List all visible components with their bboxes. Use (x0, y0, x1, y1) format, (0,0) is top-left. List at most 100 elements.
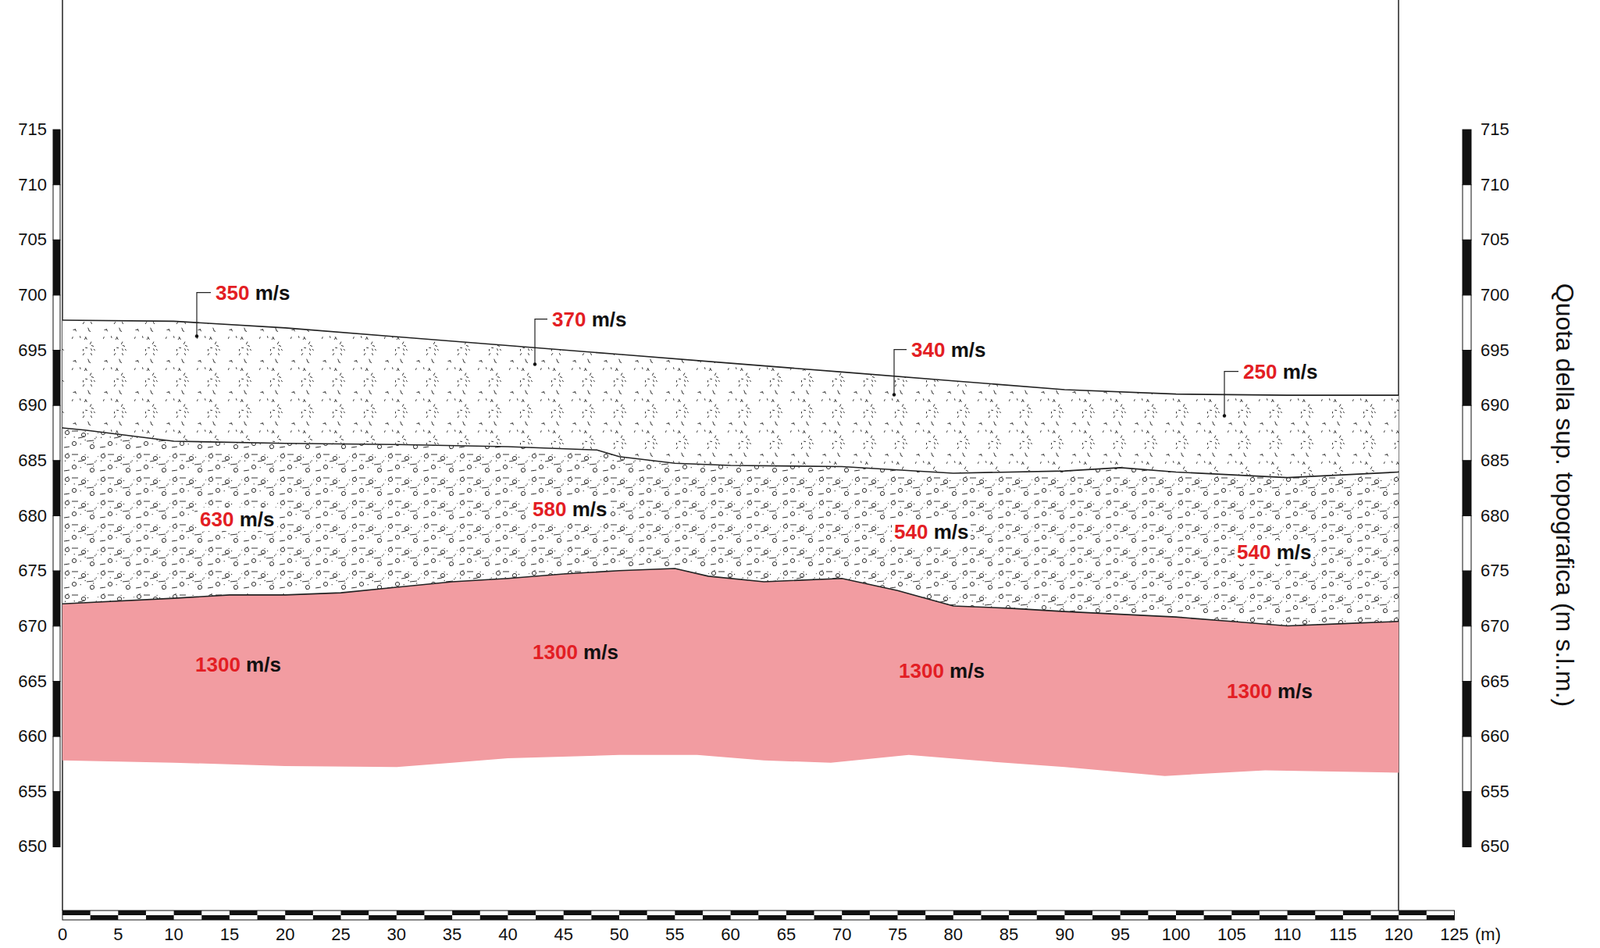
distance-tick: 85 (999, 924, 1019, 945)
elevation-tick: 690 (17, 395, 47, 416)
velocity-unit: m/s (240, 652, 282, 677)
elevation-tick: 655 (1480, 781, 1510, 802)
elevation-tick: 660 (17, 726, 47, 747)
velocity-label: 340 m/s (908, 338, 988, 362)
velocity-label: 540 m/s (891, 520, 971, 544)
leader-dot (195, 334, 199, 339)
distance-tick: 15 (220, 924, 239, 945)
velocity-label: 1300 m/s (530, 640, 621, 664)
distance-tick: 65 (776, 924, 796, 945)
velocity-unit: m/s (1272, 679, 1313, 703)
distance-tick: 55 (665, 924, 685, 945)
distance-tick: 90 (1054, 924, 1074, 945)
velocity-label: 1300 m/s (1224, 679, 1315, 703)
distance-tick: 100 (1161, 924, 1191, 945)
distance-tick: 10 (163, 924, 183, 945)
velocity-value: 1300 (532, 640, 578, 664)
distance-tick: 0 (57, 924, 68, 945)
elevation-tick: 670 (1480, 616, 1510, 637)
elevation-tick: 705 (17, 229, 47, 250)
layer-fill (62, 568, 1399, 777)
distance-tick: 110 (1273, 924, 1301, 945)
distance-tick: 30 (387, 924, 407, 945)
velocity-value: 370 (552, 307, 586, 332)
velocity-label: 630 m/s (197, 507, 277, 531)
leader-dot (533, 363, 537, 367)
elevation-tick: 690 (1480, 395, 1510, 416)
velocity-value: 250 (1243, 359, 1277, 384)
axis-title: Quota della sup. topografica (m s.l.m.) (1550, 283, 1579, 707)
velocity-unit: m/s (944, 338, 986, 362)
velocity-label: 250 m/s (1240, 359, 1320, 384)
elevation-tick: 675 (1480, 560, 1510, 581)
distance-tick: 45 (553, 924, 573, 945)
velocity-value: 340 (911, 338, 945, 362)
leader-line (196, 292, 211, 337)
distance-tick: 115 (1329, 924, 1357, 945)
elevation-tick: 660 (1480, 726, 1510, 747)
distance-tick: 50 (609, 924, 629, 945)
distance-tick: 75 (887, 924, 907, 945)
elevation-tick: 695 (1480, 340, 1510, 361)
velocity-unit: m/s (927, 520, 969, 544)
velocity-value: 540 (894, 520, 928, 544)
elevation-scale-bar (53, 129, 61, 847)
velocity-value: 1300 (898, 659, 945, 683)
elevation-tick: 655 (17, 781, 47, 802)
velocity-label: 350 m/s (213, 281, 293, 305)
elevation-tick: 665 (1480, 671, 1510, 692)
velocity-value: 1300 (195, 652, 241, 677)
leader-line (1224, 371, 1239, 417)
velocity-label: 540 m/s (1234, 540, 1314, 564)
elevation-tick: 680 (1480, 506, 1510, 527)
velocity-value: 1300 (1226, 679, 1273, 703)
elevation-tick: 670 (17, 616, 47, 637)
elevation-tick: 665 (17, 671, 47, 692)
distance-tick: 80 (944, 924, 963, 945)
distance-tick: 20 (275, 924, 295, 945)
leader-dot (892, 393, 896, 397)
distance-tick: 95 (1110, 924, 1130, 945)
elevation-tick: 680 (17, 506, 47, 527)
velocity-unit: m/s (249, 281, 290, 305)
elevation-tick: 685 (17, 450, 47, 471)
distance-tick: 40 (498, 924, 517, 945)
distance-tick: 125 (1439, 924, 1469, 945)
velocity-label: 1300 m/s (896, 659, 988, 683)
velocity-unit: m/s (1276, 359, 1318, 384)
leader-line (534, 319, 548, 365)
velocity-value: 580 (532, 497, 567, 521)
elevation-tick: 710 (1480, 174, 1510, 196)
elevation-tick: 650 (17, 836, 47, 857)
elevation-tick: 715 (1480, 119, 1510, 140)
velocity-label: 580 m/s (530, 497, 610, 521)
velocity-unit: m/s (566, 497, 607, 521)
velocity-label: 370 m/s (549, 307, 629, 332)
bedrock-layer: 1300 m/s1300 m/s1300 m/s1300 m/s (62, 568, 1399, 777)
distance-tick: 25 (331, 924, 350, 945)
leader-line (894, 349, 907, 396)
velocity-value: 540 (1236, 540, 1271, 564)
velocity-unit: m/s (577, 640, 619, 664)
elevation-tick: 705 (1480, 229, 1510, 250)
velocity-label: 1300 m/s (192, 652, 284, 677)
velocity-unit: m/s (585, 307, 627, 332)
distance-tick: 70 (832, 924, 852, 945)
velocity-unit: m/s (233, 507, 275, 531)
elevation-tick: 710 (17, 174, 47, 196)
elevation-tick: 685 (1480, 450, 1510, 471)
layer-boundary (62, 568, 1399, 626)
velocity-value: 350 (215, 281, 250, 305)
elevation-tick: 700 (1480, 285, 1510, 306)
distance-tick: 120 (1384, 924, 1414, 945)
distance-tick: 60 (720, 924, 740, 945)
distance-tick: 5 (113, 924, 123, 945)
elevation-tick: 715 (17, 119, 47, 140)
elevation-scale-bar (1462, 129, 1472, 847)
velocity-unit: m/s (944, 659, 985, 683)
elevation-tick: 695 (17, 340, 47, 361)
distance-tick: 105 (1217, 924, 1247, 945)
distance-tick: 35 (442, 924, 462, 945)
distance-unit: (m) (1475, 924, 1501, 945)
elevation-tick: 675 (17, 560, 47, 581)
